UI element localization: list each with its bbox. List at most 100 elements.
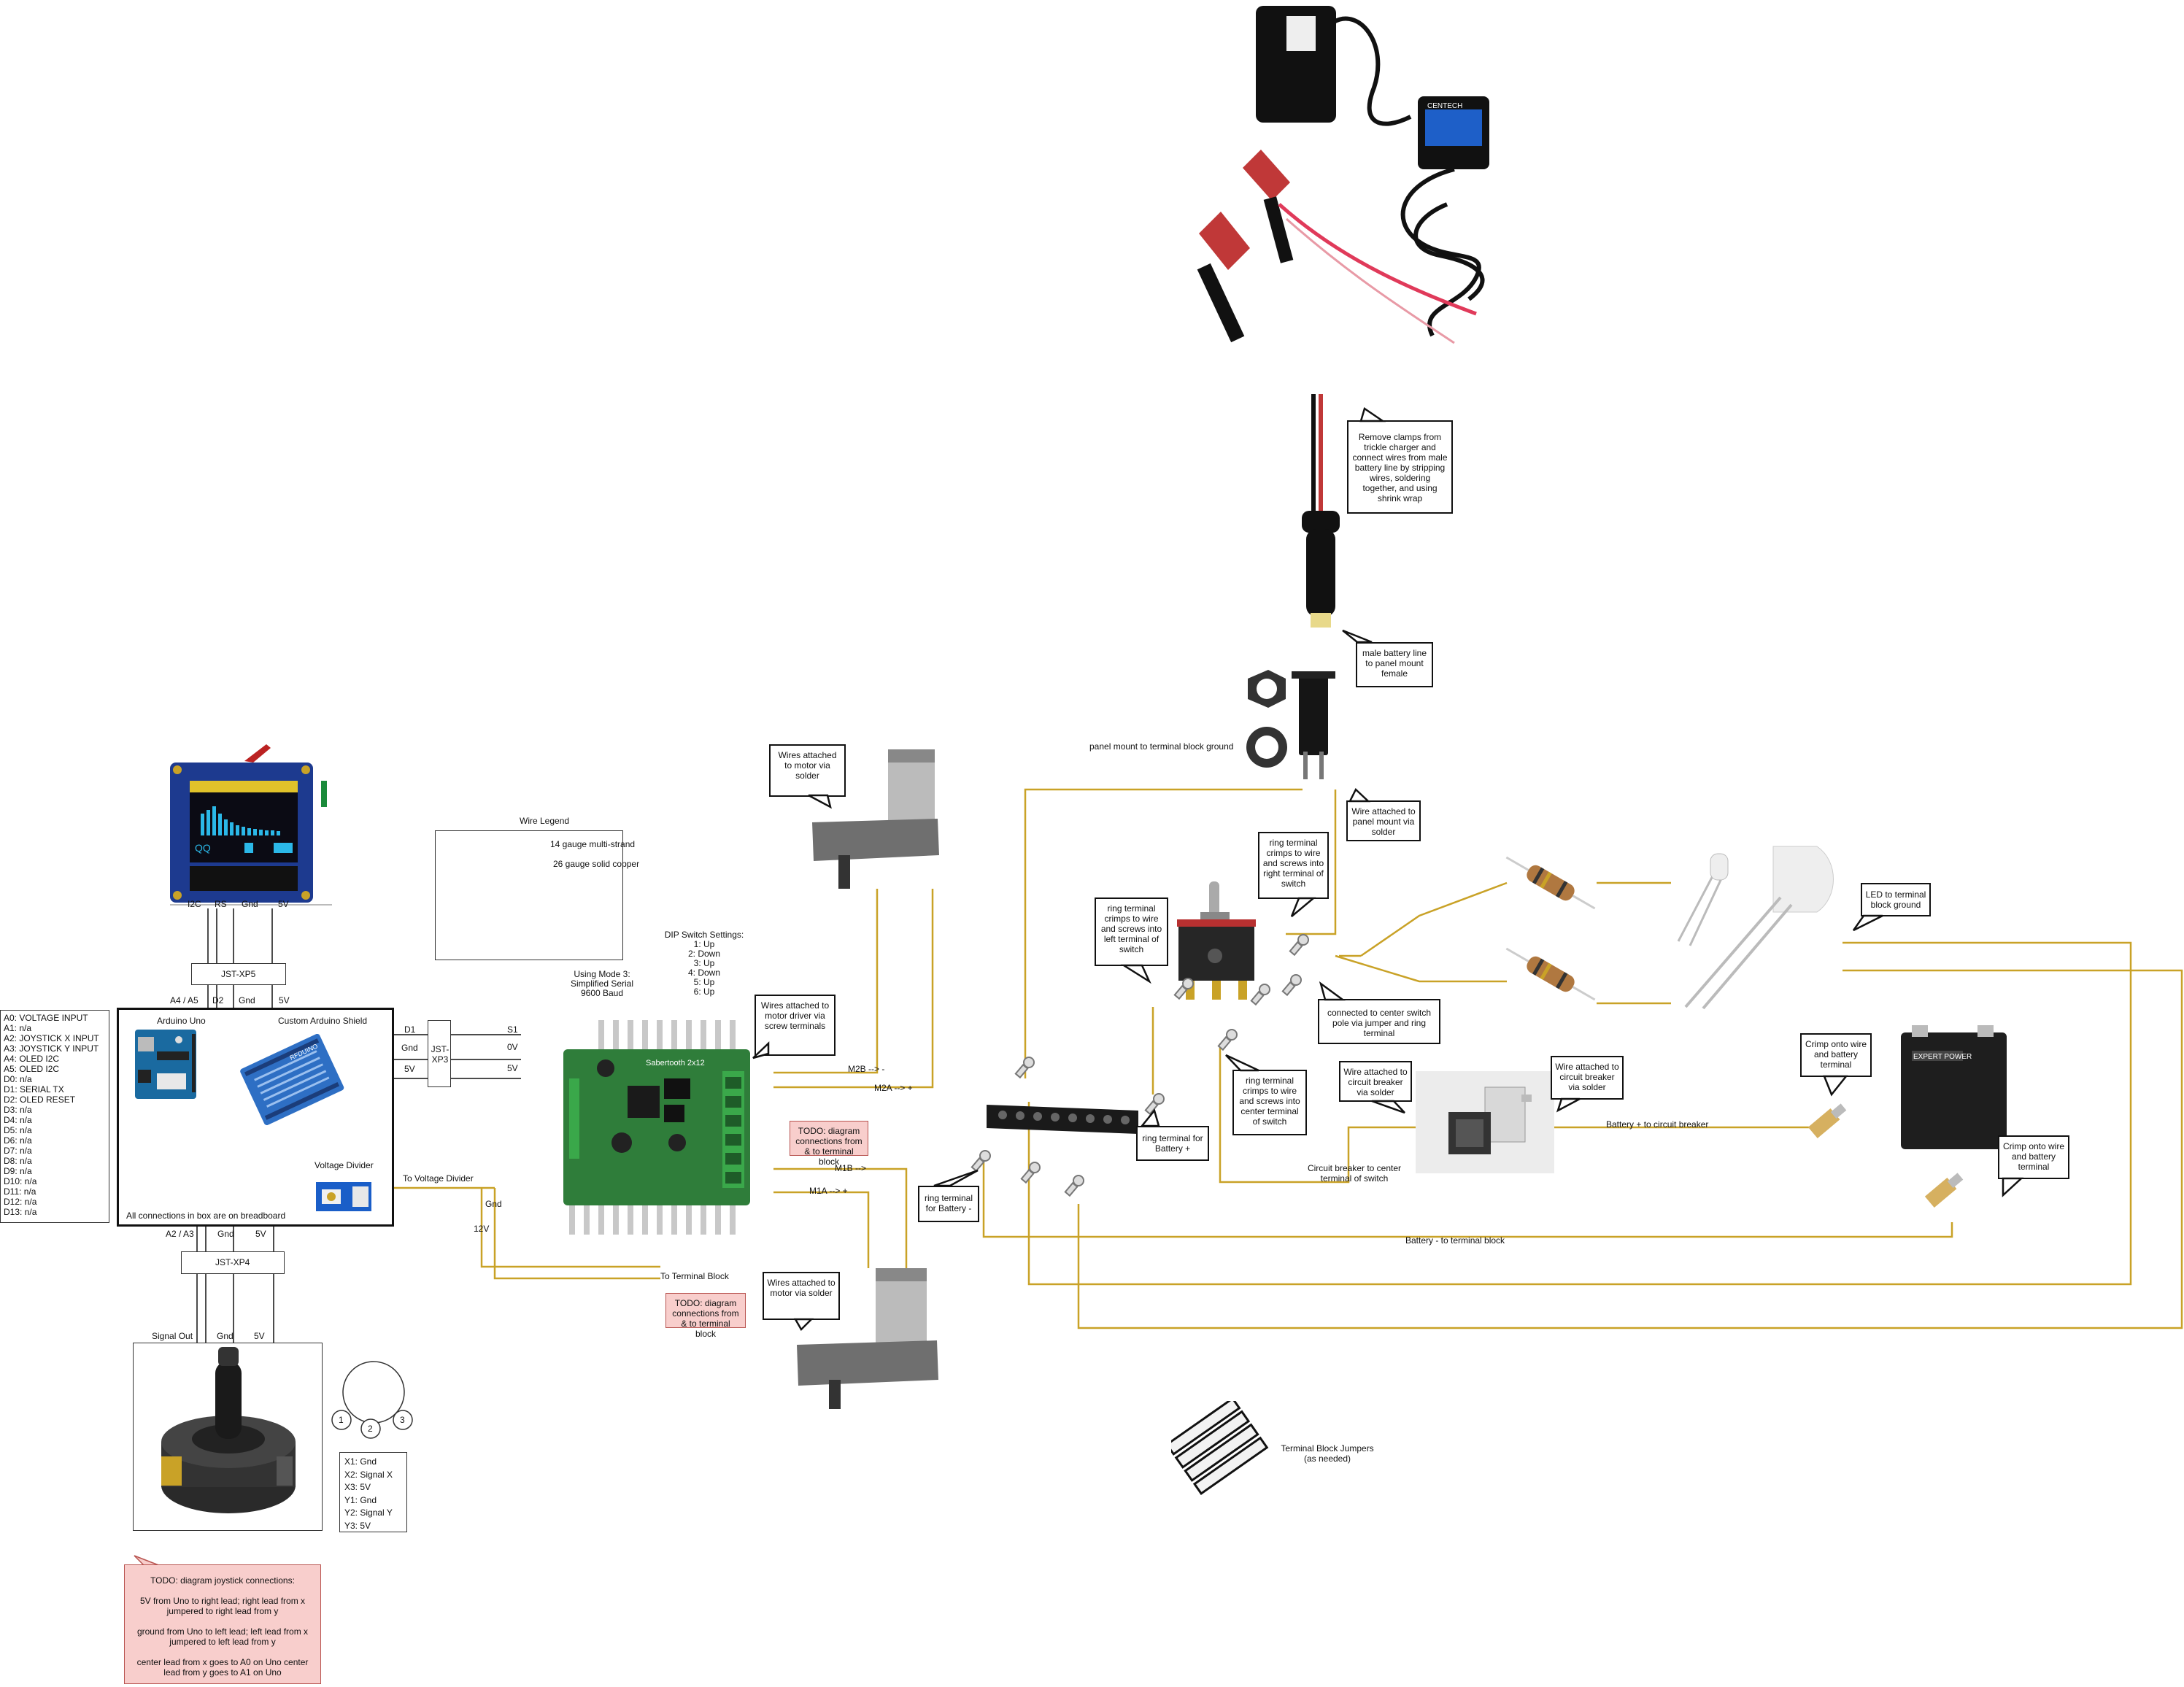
led-image: [1677, 846, 1834, 1010]
motor-bottom-image: [797, 1268, 938, 1409]
pot-list-item: Y3: 5V: [344, 1520, 371, 1531]
wire-m2a: [773, 889, 934, 1089]
wire-resistor-bottom: [1335, 954, 1507, 983]
motor-top-image: [812, 749, 939, 889]
xp3-pin-5v: 5V: [404, 1064, 415, 1074]
oled-pin-5v: 5V: [278, 899, 289, 909]
resistors-image: [1505, 856, 1596, 1001]
dip-line-6: 6: Up: [693, 987, 715, 997]
oled-pin-i2c: I2C: [188, 899, 201, 909]
oled-pin-rs: RS: [215, 899, 227, 909]
serial-mode-note: Using Mode 3: Simplified Serial 9600 Bau…: [555, 970, 649, 998]
pin-list-item: A2: JOYSTICK X INPUT: [4, 1033, 99, 1043]
wire-legend: 14 gauge multi-strand 26 gauge solid cop…: [435, 830, 639, 960]
pin-list-item: D11: n/a: [4, 1186, 36, 1197]
pot-pin-1: 1: [339, 1415, 344, 1425]
voltage-divider-label: Voltage Divider: [315, 1160, 374, 1170]
crimp-connector-top: [1807, 1103, 1847, 1139]
wire-panel-ground: [1024, 788, 1303, 1078]
xp3-pin-gnd: Gnd: [401, 1043, 418, 1053]
breadboard-note: All connections in box are on breadboard: [126, 1211, 286, 1221]
pin-list-item: D12: n/a: [4, 1197, 37, 1207]
ring-terminal-icon: [1144, 1093, 1165, 1116]
callout-ring-right-switch: ring terminal crimps to wire and screws …: [1258, 832, 1329, 899]
xp4-pin-5v-top: 5V: [255, 1229, 266, 1239]
terminal-jumpers-image: [1171, 1401, 1269, 1495]
jst-xp5-connector: JST-XP5: [191, 963, 286, 985]
pin-list-item: D3: n/a: [4, 1105, 32, 1115]
to-terminal-block-label: To Terminal Block: [660, 1271, 729, 1281]
dip-line-4: 4: Down: [687, 968, 721, 978]
mode-line-3: 9600 Baud: [580, 988, 624, 998]
trickle-charger-image: CENTECH: [1197, 6, 1489, 344]
ring-terminal-icon: [1250, 984, 1270, 1006]
panel-mount-image: [1246, 670, 1335, 779]
pin-list-item: D6: n/a: [4, 1135, 32, 1146]
pin-list-item: D7: n/a: [4, 1146, 32, 1156]
pot-pin-3: 3: [400, 1415, 405, 1425]
jst-xp4-connector: JST-XP4: [181, 1251, 285, 1274]
joystick-gnd: Gnd: [217, 1331, 234, 1341]
crimp-connector-bottom: [1924, 1173, 1964, 1208]
circuit-breaker-image: [1448, 1086, 1532, 1154]
terminal-jumpers-label: Terminal Block Jumpers (as needed): [1281, 1443, 1374, 1464]
joystick-image-frame: [133, 1343, 323, 1531]
toggle-switch-image: [1177, 881, 1256, 1000]
pin-list-item: D1: SERIAL TX: [4, 1084, 64, 1095]
dip-line-2: 2: Down: [687, 949, 721, 959]
battery-brand-text: EXPERT POWER: [1913, 1053, 1972, 1061]
driver-pin-s1: S1: [507, 1024, 518, 1035]
callout-ring-battery-plus: ring terminal for Battery +: [1136, 1126, 1209, 1161]
mode-line-2: Simplified Serial: [570, 978, 634, 989]
xp4-pin-a2a3: A2 / A3: [166, 1229, 194, 1239]
ring-terminals: [971, 934, 1309, 1197]
jst-xp3-label: JST-XP3: [431, 1044, 449, 1065]
joystick-signal-out: Signal Out: [152, 1331, 193, 1341]
voltage-divider-image: [316, 1182, 371, 1211]
wire-m2b: [773, 889, 879, 1074]
callout-center-pole: connected to center switch pole via jump…: [1318, 999, 1440, 1044]
pin-list-item: D5: n/a: [4, 1125, 32, 1135]
dip-line-5: 5: Up: [693, 977, 715, 987]
wire-m1b: [773, 1167, 908, 1268]
callout-crimp-top: Crimp onto wire and battery terminal: [1800, 1033, 1872, 1077]
pin-list-item: A3: JOYSTICK Y INPUT: [4, 1043, 99, 1054]
arduino-uno-label: Arduino Uno: [157, 1016, 206, 1026]
wire-m1a: [773, 1191, 870, 1268]
breaker-center-label: Circuit breaker to center terminal of sw…: [1307, 1163, 1402, 1184]
pin-list-item: A1: n/a: [4, 1023, 32, 1033]
pin-list-item: D2: OLED RESET: [4, 1095, 76, 1105]
battery-line-plug-image: [1302, 394, 1340, 628]
legend-item-14awg: 14 gauge multi-strand: [550, 839, 636, 849]
battery-plus-breaker-label: Battery + to circuit breaker: [1606, 1119, 1709, 1130]
dip-switch-settings: DIP Switch Settings: 1: Up 2: Down 3: Up…: [657, 930, 752, 997]
callout-breaker-right: Wire attached to circuit breaker via sol…: [1551, 1056, 1624, 1100]
pot-list-item: Y1: Gnd: [344, 1494, 377, 1505]
callout-ring-left-switch: ring terminal crimps to wire and screws …: [1095, 897, 1168, 966]
ring-terminal-icon: [1281, 974, 1302, 997]
todo-terminal-block-1: TODO: diagram connections from & to term…: [790, 1121, 868, 1167]
m1b-label: M1B -->: [835, 1163, 867, 1173]
callout-motor-driver-terminals: Wires attached to motor driver via screw…: [755, 995, 836, 1056]
xp4-pin-gnd-top: Gnd: [217, 1229, 234, 1239]
pin-list-item: A0: VOLTAGE INPUT: [4, 1013, 88, 1023]
wire-legend-title: Wire Legend: [520, 816, 570, 826]
joystick-image: [161, 1347, 296, 1513]
dip-line-3: 3: Up: [693, 958, 715, 968]
callout-panel-mount-solder: Wire attached to panel mount via solder: [1346, 800, 1421, 841]
callout-remove-clamps: Remove clamps from trickle charger and c…: [1347, 420, 1453, 514]
todo-joystick-title: TODO: diagram joystick connections:: [150, 1575, 295, 1586]
charger-brand-text: CENTECH: [1427, 102, 1462, 110]
terminal-block-image: [987, 1105, 1138, 1134]
dip-line-1: 1: Up: [693, 939, 715, 949]
wire-panel-switch: [1286, 790, 1337, 935]
callout-ring-center-switch: ring terminal crimps to wire and screws …: [1232, 1070, 1307, 1135]
callout-ring-battery-minus: ring terminal for Battery -: [918, 1186, 979, 1222]
pot-pin-diagram: [331, 1361, 413, 1439]
ring-terminal-icon: [1064, 1175, 1084, 1197]
oled-display-image: QQ: [170, 744, 332, 906]
pot-list-item: Y2: Signal Y: [344, 1508, 393, 1518]
todo-joystick-p3: center lead from x goes to A0 on Uno cen…: [136, 1657, 309, 1678]
